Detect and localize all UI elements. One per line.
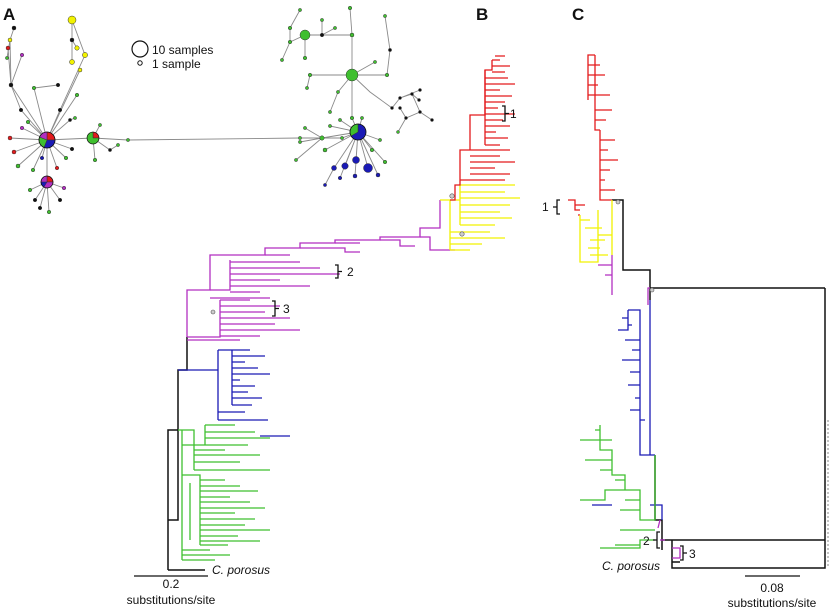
tree-b-bracket-2 <box>335 264 342 279</box>
tree-c-scale-bar: 0.08 substitutions/site <box>728 575 817 610</box>
tree-c-node-marker <box>615 199 621 205</box>
tree-c-clade-label-1: 1 <box>542 200 549 214</box>
bridge-haplotype-pie <box>86 131 100 145</box>
tree-c-outgroup-label: C. porosus <box>602 559 660 573</box>
tree-b-node-marker <box>449 193 455 199</box>
tree-c-magenta-clade <box>598 255 681 559</box>
tree-b-outgroup-label: C. porosus <box>212 563 270 577</box>
tree-c-clade-label-3: 3 <box>689 547 696 561</box>
tree-c-yellow-clade <box>579 200 613 263</box>
panel-c: C <box>542 5 829 610</box>
panel-c-letter: C <box>572 5 584 24</box>
tree-b-scale-value: 0.2 <box>163 577 180 591</box>
tree-c-green-clade <box>580 425 656 549</box>
tree-c-backbone <box>612 199 826 569</box>
tree-c-red-clade <box>568 54 618 216</box>
tree-c-clade-markers <box>553 199 687 561</box>
sample-size-legend: 10 samples 1 sample <box>131 40 213 71</box>
tree-c-bracket-1 <box>553 199 560 215</box>
legend-large-label: 10 samples <box>152 43 213 57</box>
haplotype-network-edges <box>6 7 433 213</box>
tree-b-backbone <box>167 337 205 571</box>
right-main-haplotype-pie <box>349 123 367 141</box>
tree-b-bracket-3 <box>272 300 279 317</box>
left-second-haplotype-pie <box>40 175 54 189</box>
tree-c-clade-label-2: 2 <box>643 534 650 548</box>
tree-b-green-clade <box>178 424 270 561</box>
tree-b-node-marker <box>210 309 216 315</box>
legend-small-circle <box>137 60 143 66</box>
tree-b-blue-clade <box>178 349 270 421</box>
panel-b-letter: B <box>476 5 488 24</box>
tree-c-scale-unit: substitutions/site <box>728 596 817 610</box>
tree-b-clade-markers <box>272 105 509 317</box>
tree-b-scale-unit: substitutions/site <box>127 593 216 607</box>
tree-c-bracket-2 <box>653 531 660 549</box>
tree-c-bracket-3 <box>680 545 687 561</box>
tree-b-red-clade <box>450 55 515 201</box>
tree-b-clade-label-2: 2 <box>347 265 354 279</box>
tree-b-magenta-clade <box>186 200 455 341</box>
legend-small-label: 1 sample <box>152 57 201 71</box>
haplotype-network-nodes <box>5 5 434 215</box>
tree-c-blue-clade <box>592 300 663 520</box>
panel-a-letter: A <box>3 5 15 24</box>
tree-c-node-marker <box>649 287 655 293</box>
panel-b: B <box>127 5 520 607</box>
left-main-haplotype-pie <box>38 131 56 149</box>
tree-b-clade-label-1: 1 <box>510 107 517 121</box>
panel-a: A <box>3 5 434 215</box>
tree-b-scale-bar: 0.2 substitutions/site <box>127 575 216 607</box>
tree-c-scale-value: 0.08 <box>760 581 784 595</box>
tree-b-bracket-1 <box>502 105 509 122</box>
legend-large-circle <box>131 40 149 58</box>
tree-b-clade-label-3: 3 <box>283 302 290 316</box>
tree-b-node-marker <box>459 231 465 237</box>
